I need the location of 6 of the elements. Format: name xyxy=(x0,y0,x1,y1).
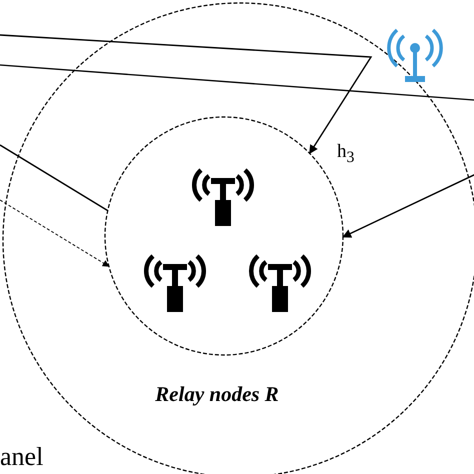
text-label: anel xyxy=(0,444,44,470)
dashed-arrow xyxy=(0,200,110,267)
arrow xyxy=(0,34,372,154)
line xyxy=(0,144,108,212)
arrow xyxy=(342,173,474,238)
region-label: Relay nodes R xyxy=(154,381,280,408)
